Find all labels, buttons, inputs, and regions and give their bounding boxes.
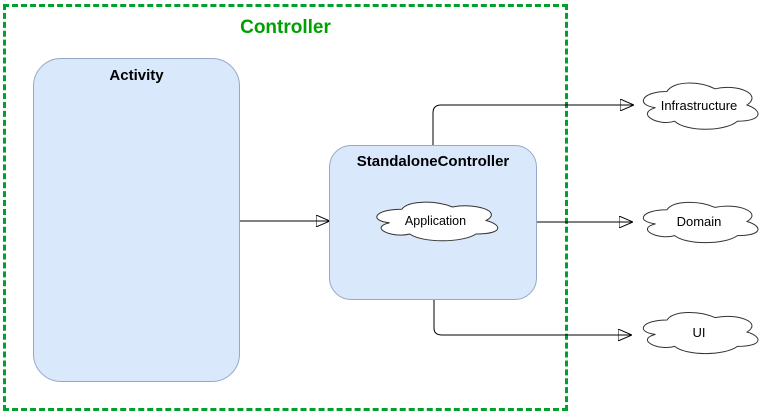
activity-node: Activity: [33, 58, 240, 382]
domain-cloud: Domain: [635, 198, 763, 245]
application-cloud: Application: [368, 198, 503, 243]
cloud-shape-icon: [368, 198, 503, 243]
cloud-shape-icon: [635, 308, 763, 356]
standalone-controller-node-label: StandaloneController: [356, 153, 510, 170]
controller-boundary-title: Controller: [240, 17, 331, 38]
controller-boundary: [3, 4, 568, 411]
application-cloud-label: Application: [404, 213, 467, 228]
cloud-shape-icon: [635, 78, 763, 132]
activity-node-label: Activity: [109, 67, 164, 84]
infrastructure-cloud-label: Infrastructure: [660, 97, 738, 113]
cloud-shape-icon: [635, 198, 763, 245]
infrastructure-cloud: Infrastructure: [635, 78, 763, 132]
domain-cloud-label: Domain: [676, 214, 722, 229]
ui-cloud: UI: [635, 308, 763, 356]
ui-cloud-label: UI: [692, 324, 706, 340]
